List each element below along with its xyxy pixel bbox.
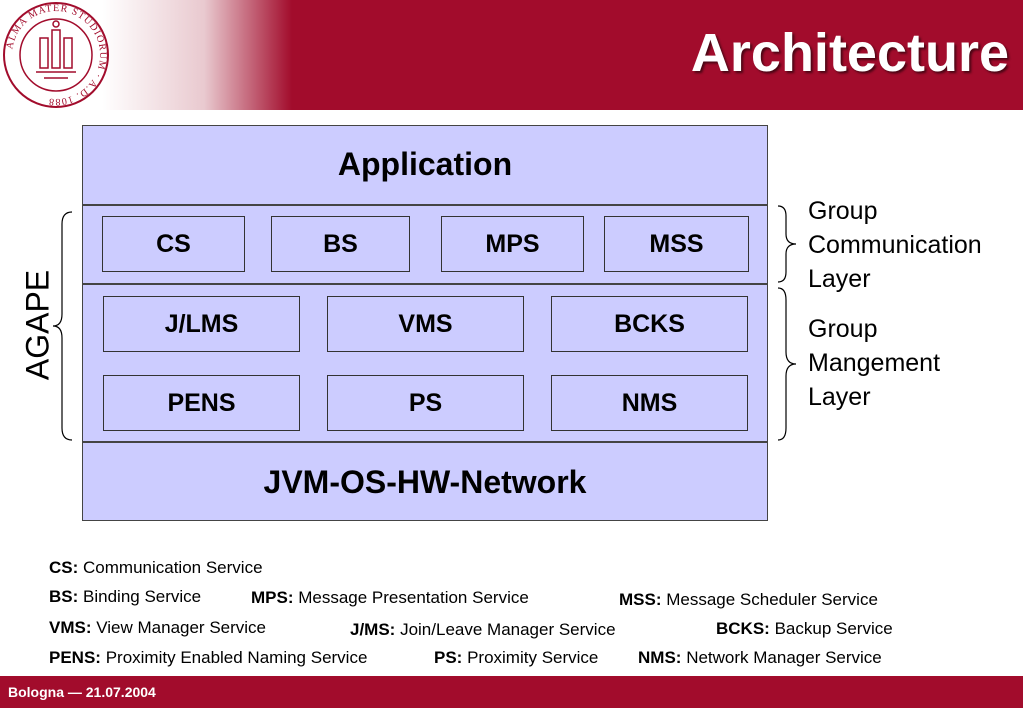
legend-item-cs: CS: Communication Service	[49, 558, 263, 577]
legend-item-bs: BS: Binding Service	[49, 587, 202, 606]
slide-footer: Bologna — 21.07.2004	[0, 676, 1023, 708]
agape-brace-icon	[52, 211, 73, 441]
legend-item-bcks: BCKS: Backup Service	[716, 619, 893, 638]
slide-title: Architecture	[690, 23, 1009, 83]
legend-item-nms: NMS: Network Manager Service	[638, 648, 882, 667]
university-seal-icon: ALMA MATER STUDIORUM · A.D. 1088	[0, 0, 112, 110]
service-box-vms: VMS	[327, 296, 524, 352]
service-box-bs: BS	[271, 216, 410, 272]
management-layer-brace-icon	[777, 287, 797, 441]
group-management-layer-label: Group Mangement Layer	[808, 315, 941, 411]
agape-label: AGAPE	[19, 269, 56, 381]
service-box-nms: NMS	[551, 375, 748, 431]
service-box-ps: PS	[327, 375, 524, 431]
service-box-mps: MPS	[441, 216, 584, 272]
service-box-mss: MSS	[604, 216, 749, 272]
base-layer-label: JVM-OS-HW-Network	[263, 464, 587, 500]
legend-item-mss: MSS: Message Scheduler Service	[619, 590, 878, 609]
legend-item-mps: MPS: Message Presentation Service	[251, 588, 529, 607]
group-communication-layer-label: Group Communication Layer	[808, 197, 982, 293]
legend-item-jms: J/MS: Join/Leave Manager Service	[350, 620, 616, 639]
service-box-cs: CS	[102, 216, 245, 272]
base-layer: JVM-OS-HW-Network	[82, 442, 768, 521]
service-box-bcks: BCKS	[551, 296, 748, 352]
footer-text: Bologna — 21.07.2004	[8, 684, 156, 700]
application-layer: Application	[82, 125, 768, 205]
application-label: Application	[337, 146, 513, 182]
service-box-jlms: J/LMS	[103, 296, 300, 352]
legend-item-vms: VMS: View Manager Service	[49, 618, 267, 637]
legend-item-pens: PENS: Proximity Enabled Naming Service	[49, 648, 368, 667]
service-box-pens: PENS	[103, 375, 300, 431]
legend-item-ps: PS: Proximity Service	[434, 648, 599, 667]
communication-layer-brace-icon	[777, 205, 797, 283]
